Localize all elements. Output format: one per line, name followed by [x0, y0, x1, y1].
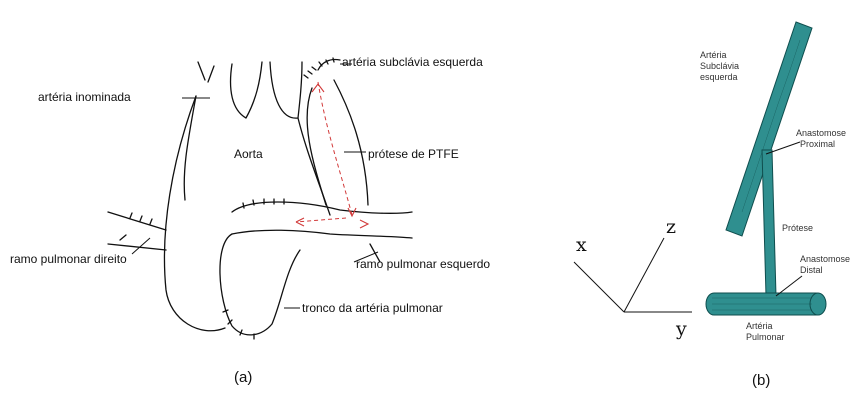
- label-b-subclavian: Artéria Subclávia esquerda: [700, 50, 739, 82]
- svg-text:esquerda: esquerda: [700, 72, 738, 82]
- panel-b: x y z Artéria Subclávia esquerda Anastom…: [574, 22, 850, 389]
- axis-x-line: [574, 262, 624, 312]
- axis-y-label: y: [675, 318, 687, 340]
- svg-text:Pulmonar: Pulmonar: [746, 332, 785, 342]
- innominate-artery-outline: [184, 62, 262, 200]
- axis-x-label: x: [576, 234, 587, 256]
- ptfe-tube-left: [307, 88, 326, 205]
- leader-right-pulmonary: [132, 238, 150, 254]
- caption-a: (a): [234, 369, 252, 386]
- label-left-pulmonary: ramo pulmonar esquerdo: [356, 257, 490, 271]
- label-b-prosthesis: Prótese: [782, 223, 813, 233]
- flow-arrow-top: [312, 84, 324, 92]
- label-pulmonary-trunk: tronco da artéria pulmonar: [302, 301, 443, 315]
- caption-b: (b): [752, 372, 770, 389]
- label-b-pulmonary: Artéria Pulmonar: [746, 321, 785, 342]
- label-innominate: artéria inominada: [38, 90, 131, 104]
- label-ptfe: prótese de PTFE: [368, 147, 459, 161]
- label-left-subclavian: artéria subclávia esquerda: [342, 55, 483, 69]
- mesh-pulmonary-cap: [810, 293, 826, 315]
- svg-text:Anastomose: Anastomose: [796, 128, 846, 138]
- svg-text:Anastomose: Anastomose: [800, 254, 850, 264]
- svg-text:Artéria: Artéria: [700, 50, 727, 60]
- ptfe-tube-right: [334, 80, 368, 205]
- aortic-arch-outline: [164, 96, 225, 331]
- label-b-proximal: Anastomose Proximal: [796, 128, 846, 149]
- svg-text:Distal: Distal: [800, 265, 823, 275]
- label-b-distal: Anastomose Distal: [800, 254, 850, 275]
- svg-text:Proximal: Proximal: [800, 139, 835, 149]
- label-right-pulmonary: ramo pulmonar direito: [10, 252, 127, 266]
- right-pulmonary-outline: [108, 212, 166, 250]
- flow-arrow-right: [360, 220, 368, 228]
- axis-z-label: z: [666, 216, 676, 238]
- axis-z-line: [624, 238, 664, 312]
- flow-arrow-left: [296, 218, 304, 226]
- panel-a: artéria subclávia esquerda artéria inomi…: [10, 55, 490, 386]
- carotid-outline: [270, 62, 302, 118]
- suture-marks-pulmonary: [243, 199, 284, 208]
- svg-text:Subclávia: Subclávia: [700, 61, 739, 71]
- mesh-prosthesis: [762, 150, 776, 296]
- label-aorta: Aorta: [234, 147, 263, 161]
- vessel-stub-left: [198, 62, 214, 82]
- svg-text:Artéria: Artéria: [746, 321, 773, 331]
